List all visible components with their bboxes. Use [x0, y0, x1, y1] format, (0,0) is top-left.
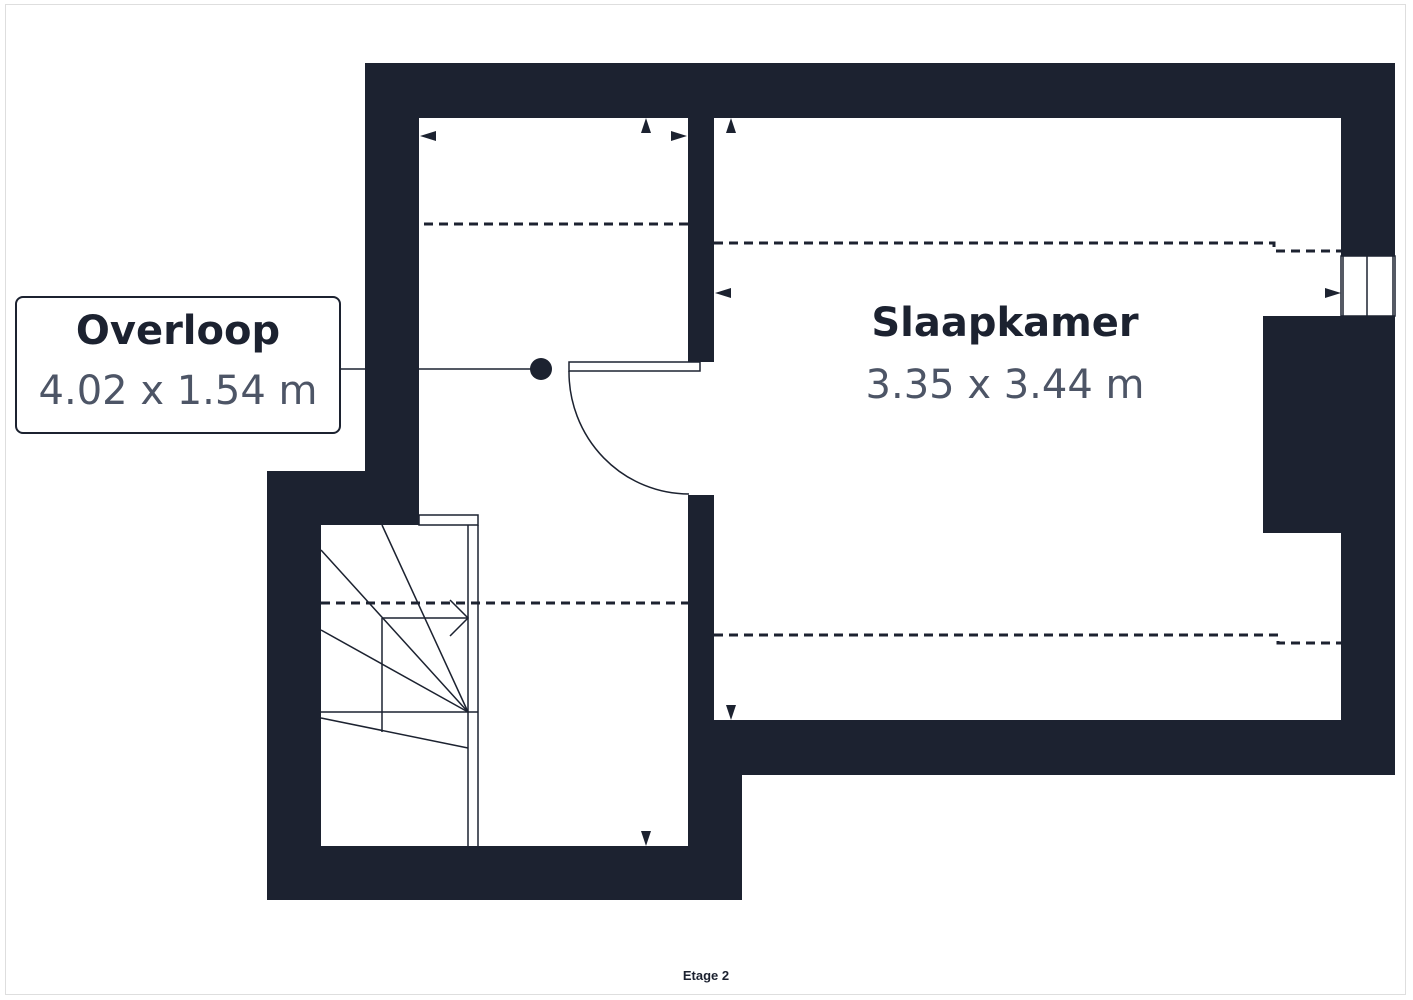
- slaapkamer-name: Slaapkamer: [871, 300, 1139, 346]
- overloop-name: Overloop: [75, 308, 281, 354]
- measurement-arrows: [420, 118, 1341, 846]
- overloop-dimensions: 4.02 x 1.54 m: [38, 368, 318, 414]
- overloop-label-box: Overloop 4.02 x 1.54 m: [15, 296, 341, 434]
- window-right: [1340, 255, 1396, 317]
- floor-label: Etage 2: [682, 968, 730, 983]
- label-leader: [341, 358, 552, 380]
- page-frame: [5, 4, 1406, 995]
- walls: [267, 63, 1395, 900]
- sloped-ceiling-lines: [321, 222, 1341, 645]
- slaapkamer-dimensions: 3.35 x 3.44 m: [865, 362, 1145, 408]
- staircase: [320, 514, 479, 846]
- door: [568, 361, 701, 495]
